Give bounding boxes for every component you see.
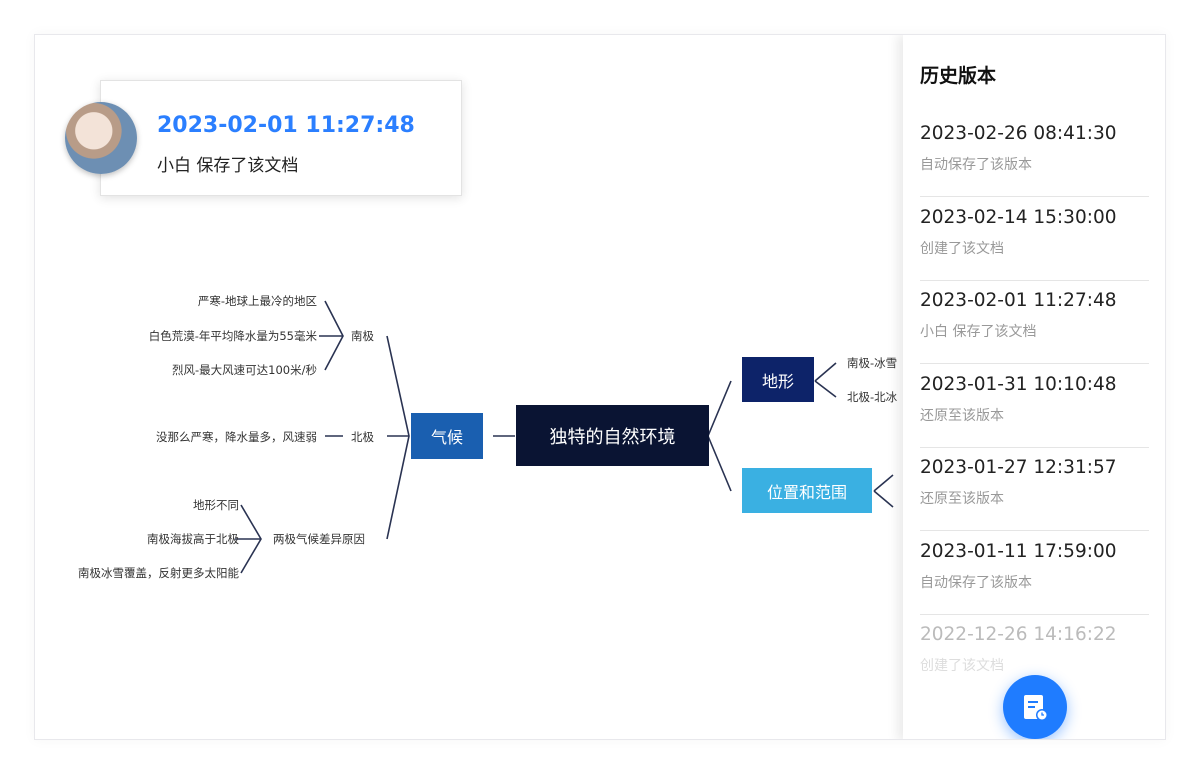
- entry-desc: 小白 保存了该文档: [920, 324, 1037, 340]
- history-entry[interactable]: 2023-02-01 11:27:48 小白 保存了该文档: [920, 280, 1149, 364]
- mindmap-node-location[interactable]: 位置和范围: [742, 468, 872, 513]
- history-panel: 历史版本 2023-02-26 08:41:30 自动保存了该版本 2023-02…: [903, 35, 1165, 739]
- entry-desc: 自动保存了该版本: [920, 575, 1032, 591]
- entry-time: 2023-01-31 10:10:48: [920, 374, 1117, 395]
- avatar: [65, 102, 137, 174]
- entry-time: 2023-01-11 17:59:00: [920, 541, 1117, 562]
- history-toggle-button[interactable]: [1003, 675, 1067, 739]
- history-entry[interactable]: 2023-02-14 15:30:00 创建了该文档: [920, 197, 1149, 281]
- divider: [920, 614, 1149, 615]
- mindmap-leaf[interactable]: 地形不同: [193, 498, 239, 512]
- mindmap-leaf[interactable]: 南极海拔高于北极: [147, 532, 239, 546]
- history-entry[interactable]: 2022-12-26 14:16:22 创建了该文档: [920, 614, 1149, 698]
- divider: [920, 280, 1149, 281]
- tooltip-text: 小白 保存了该文档: [157, 156, 299, 176]
- history-entry[interactable]: 2023-02-26 08:41:30 自动保存了该版本: [920, 113, 1149, 197]
- mindmap-node-north[interactable]: 北极: [351, 430, 374, 444]
- divider: [920, 363, 1149, 364]
- entry-time: 2023-02-01 11:27:48: [920, 290, 1117, 311]
- mindmap-root-node[interactable]: 独特的自然环境: [516, 405, 709, 466]
- mindmap-node-diff[interactable]: 两极气候差异原因: [273, 532, 365, 546]
- history-title: 历史版本: [920, 65, 997, 87]
- tooltip-time: 2023-02-01 11:27:48: [157, 113, 415, 138]
- divider: [920, 447, 1149, 448]
- mindmap-leaf[interactable]: 南极-冰雪: [847, 356, 898, 370]
- divider: [920, 530, 1149, 531]
- entry-time: 2023-02-14 15:30:00: [920, 207, 1117, 228]
- entry-desc: 创建了该文档: [920, 658, 1004, 674]
- document-history-icon: [1024, 695, 1048, 721]
- mindmap-node-terrain[interactable]: 地形: [742, 357, 814, 402]
- entry-time: 2022-12-26 14:16:22: [920, 624, 1117, 645]
- entry-desc: 自动保存了该版本: [920, 157, 1032, 173]
- mindmap-leaf[interactable]: 严寒-地球上最冷的地区: [197, 294, 317, 308]
- history-entry[interactable]: 2023-01-27 12:31:57 还原至该版本: [920, 447, 1149, 531]
- app-frame: 严寒-地球上最冷的地区 白色荒漠-年平均降水量为55毫米 烈风-最大风速可达10…: [34, 34, 1166, 740]
- mindmap-leaf[interactable]: 烈风-最大风速可达100米/秒: [172, 363, 317, 377]
- entry-desc: 创建了该文档: [920, 241, 1004, 257]
- divider: [920, 196, 1149, 197]
- mindmap-node-climate[interactable]: 气候: [411, 413, 483, 459]
- mindmap-leaf[interactable]: 南极冰雪覆盖，反射更多太阳能: [78, 566, 239, 580]
- entry-desc: 还原至该版本: [920, 408, 1004, 424]
- entry-time: 2023-02-26 08:41:30: [920, 123, 1117, 144]
- mindmap-leaf[interactable]: 北极-北冰: [847, 390, 898, 404]
- mindmap-leaf[interactable]: 没那么严寒，降水量多，风速弱: [156, 430, 317, 444]
- history-entry[interactable]: 2023-01-31 10:10:48 还原至该版本: [920, 364, 1149, 448]
- mindmap-node-south[interactable]: 南极: [351, 329, 374, 343]
- mindmap-leaf[interactable]: 白色荒漠-年平均降水量为55毫米: [148, 329, 317, 343]
- version-tooltip: 2023-02-01 11:27:48 小白 保存了该文档: [100, 80, 462, 196]
- entry-time: 2023-01-27 12:31:57: [920, 457, 1117, 478]
- history-entry[interactable]: 2023-01-11 17:59:00 自动保存了该版本: [920, 531, 1149, 615]
- entry-desc: 还原至该版本: [920, 491, 1004, 507]
- mindmap-connectors: [235, 300, 894, 574]
